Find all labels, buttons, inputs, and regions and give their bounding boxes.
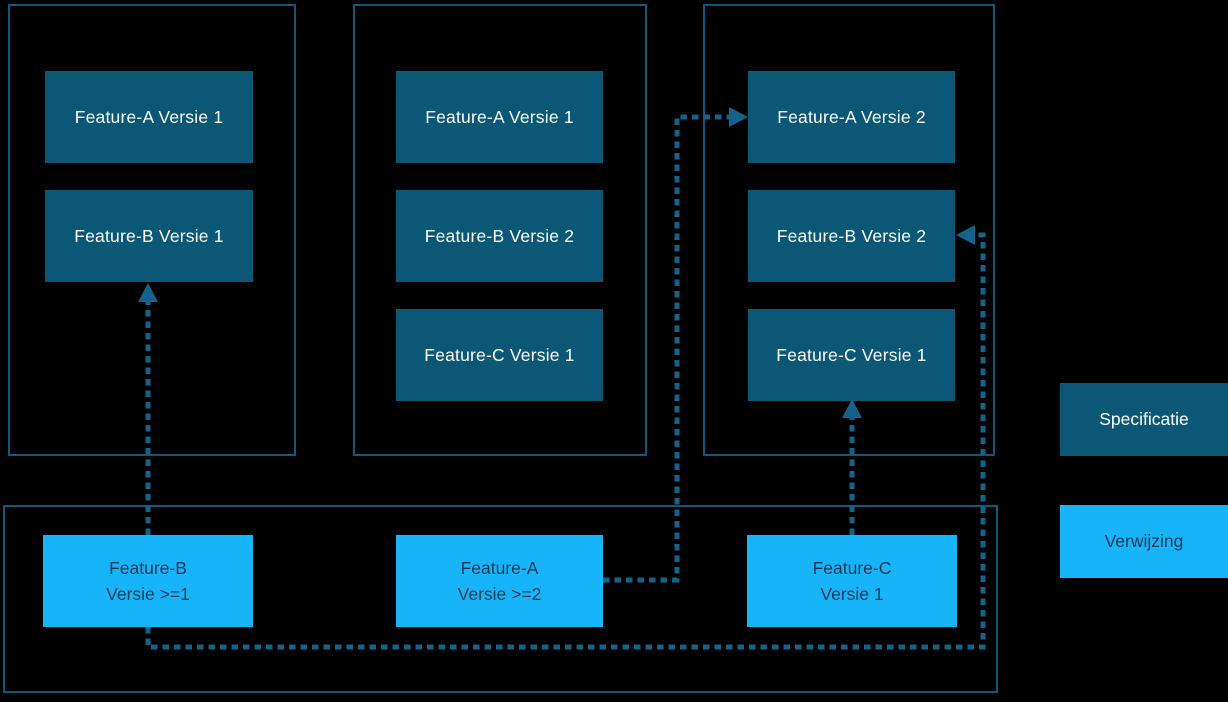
ref-box-label-line1: Feature-C	[812, 557, 892, 578]
spec-box-label: Feature-B Versie 2	[424, 225, 575, 246]
spec-box-feature-a-versie-1: Feature-A Versie 1	[396, 71, 603, 163]
spec-box-feature-c-versie-1: Feature-C Versie 1	[748, 309, 955, 401]
spec-box-feature-a-versie-1: Feature-A Versie 1	[45, 71, 253, 163]
spec-box-label: Feature-A Versie 2	[777, 106, 926, 127]
spec-box-feature-c-versie-1: Feature-C Versie 1	[396, 309, 603, 401]
legend-reference-label: Verwijzing	[1104, 531, 1184, 551]
legend-specification-label: Specificatie	[1099, 409, 1189, 429]
legend-specification: Specificatie	[1060, 383, 1228, 456]
ref-box-label-line2: Versie 1	[820, 584, 884, 604]
spec-box-label: Feature-B Versie 2	[776, 225, 927, 246]
spec-box-feature-a-versie-2: Feature-A Versie 2	[748, 71, 955, 163]
ref-box-label-line1: Feature-A	[460, 557, 539, 578]
ref-box-label-line1: Feature-B	[109, 557, 187, 578]
spec-box-label: Feature-C Versie 1	[776, 344, 927, 365]
ref-box-label-line2: Versie >=1	[106, 584, 190, 604]
spec-box-feature-b-versie-1: Feature-B Versie 1	[45, 190, 253, 282]
ref-box-feature-b-versie-gte-1: Feature-B Versie >=1	[43, 535, 253, 627]
legend-reference: Verwijzing	[1060, 505, 1228, 578]
ref-box-feature-a-versie-gte-2: Feature-A Versie >=2	[396, 535, 603, 627]
spec-box-label: Feature-A Versie 1	[74, 106, 224, 127]
spec-box-feature-b-versie-2: Feature-B Versie 2	[748, 190, 955, 282]
ref-box-label-line2: Versie >=2	[457, 584, 542, 604]
spec-box-label: Feature-B Versie 1	[74, 225, 224, 246]
spec-box-label: Feature-C Versie 1	[424, 344, 575, 365]
spec-box-feature-b-versie-2: Feature-B Versie 2	[396, 190, 603, 282]
ref-box-feature-c-versie-1: Feature-C Versie 1	[747, 535, 957, 627]
spec-box-label: Feature-A Versie 1	[425, 106, 574, 127]
